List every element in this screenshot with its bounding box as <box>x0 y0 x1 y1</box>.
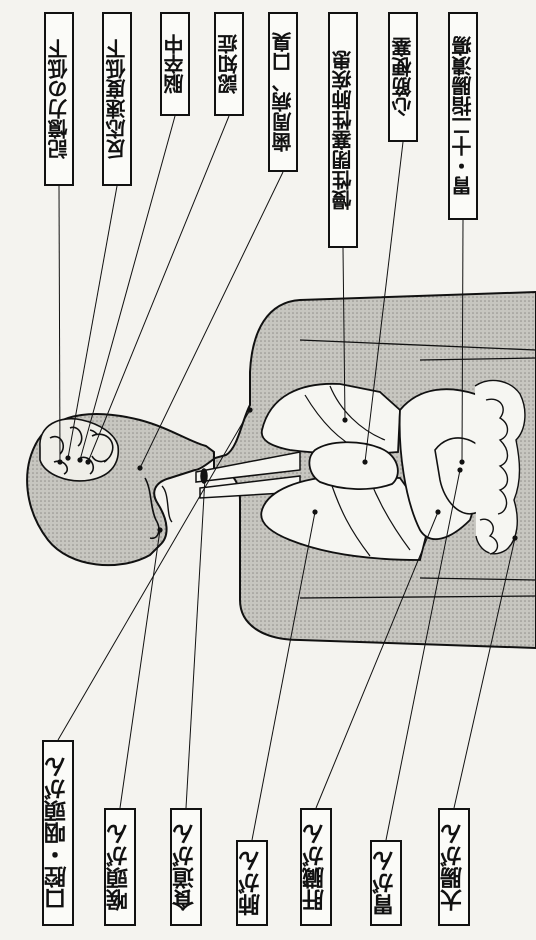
condition-marker-6 <box>342 417 347 422</box>
condition-marker-4 <box>85 459 90 464</box>
cancer-label-5: 肝臓がん <box>300 808 332 926</box>
condition-marker-5 <box>137 465 142 470</box>
condition-label-5: 歯周病、口臭 <box>268 12 298 172</box>
cancer-leader-3 <box>186 478 205 808</box>
cancer-marker-7 <box>512 535 517 540</box>
condition-marker-8 <box>459 459 464 464</box>
condition-marker-1 <box>57 459 62 464</box>
cancer-label-1: 口腔・咽頭がん <box>42 740 74 926</box>
cancer-label-3: 食道がん <box>170 808 202 926</box>
cancer-label-7: 大腸がん <box>438 808 470 926</box>
condition-label-6: 慢性閉塞性肺疾患 <box>328 12 358 248</box>
condition-marker-2 <box>65 455 70 460</box>
heart <box>309 442 397 489</box>
cancer-marker-6 <box>457 467 462 472</box>
cancer-marker-4 <box>312 509 317 514</box>
condition-label-4: 認知症 <box>214 12 244 116</box>
cancer-label-6: 胃がん <box>370 840 402 926</box>
condition-marker-7 <box>362 459 367 464</box>
condition-label-3: 脳卒中 <box>160 12 190 116</box>
condition-label-8: 胃・十二指腸潰瘍 <box>448 12 478 220</box>
condition-marker-3 <box>77 457 82 462</box>
cancer-marker-3 <box>202 475 207 480</box>
condition-label-1: 記憶力の低下 <box>44 12 74 186</box>
cancer-label-4: 肺がん <box>236 840 268 926</box>
condition-label-2: 反応速度低下 <box>102 12 132 186</box>
cancer-marker-1 <box>247 407 252 412</box>
cancer-leader-2 <box>120 530 160 808</box>
cancer-marker-2 <box>157 527 162 532</box>
cancer-marker-5 <box>435 509 440 514</box>
condition-label-7: 心筋梗塞 <box>388 12 418 142</box>
cancer-label-2: 喉頭がん <box>104 808 136 926</box>
intestines <box>475 380 525 554</box>
